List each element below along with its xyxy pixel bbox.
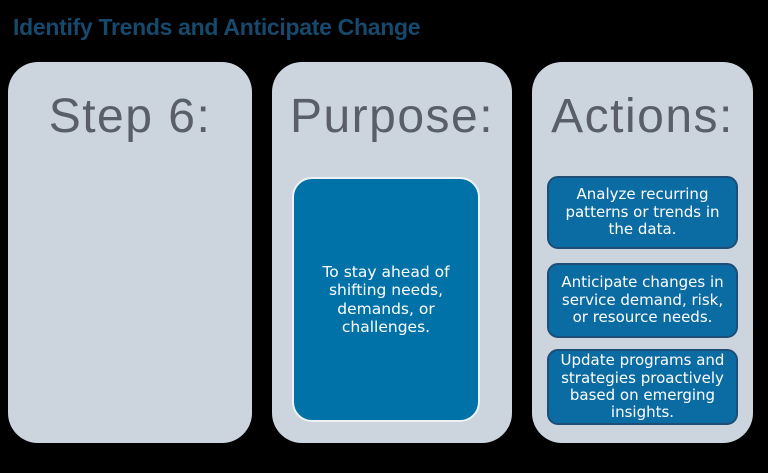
action-text-1: Analyze recurring patterns or trends in … — [565, 185, 720, 239]
card-purpose: Purpose: To stay ahead of shifting needs… — [272, 62, 512, 443]
slide-title: Identify Trends and Anticipate Change — [13, 14, 421, 40]
action-box-2: Anticipate changes in service demand, ri… — [547, 263, 738, 338]
action-box-1: Analyze recurring patterns or trends in … — [547, 176, 738, 249]
action-box-3: Update programs and strategies proactive… — [547, 349, 738, 425]
step-heading: Step 6: — [48, 90, 212, 143]
purpose-heading: Purpose: — [289, 90, 495, 143]
actions-heading: Actions: — [551, 90, 734, 143]
purpose-box: To stay ahead of shifting needs, demands… — [292, 177, 480, 422]
card-actions: Actions: Analyze recurring patterns or t… — [532, 62, 753, 443]
action-text-3: Update programs and strategies proactive… — [560, 351, 725, 422]
card-step: Step 6: — [8, 62, 252, 443]
purpose-text: To stay ahead of shifting needs, demands… — [322, 262, 450, 336]
action-text-2: Anticipate changes in service demand, ri… — [561, 273, 724, 327]
